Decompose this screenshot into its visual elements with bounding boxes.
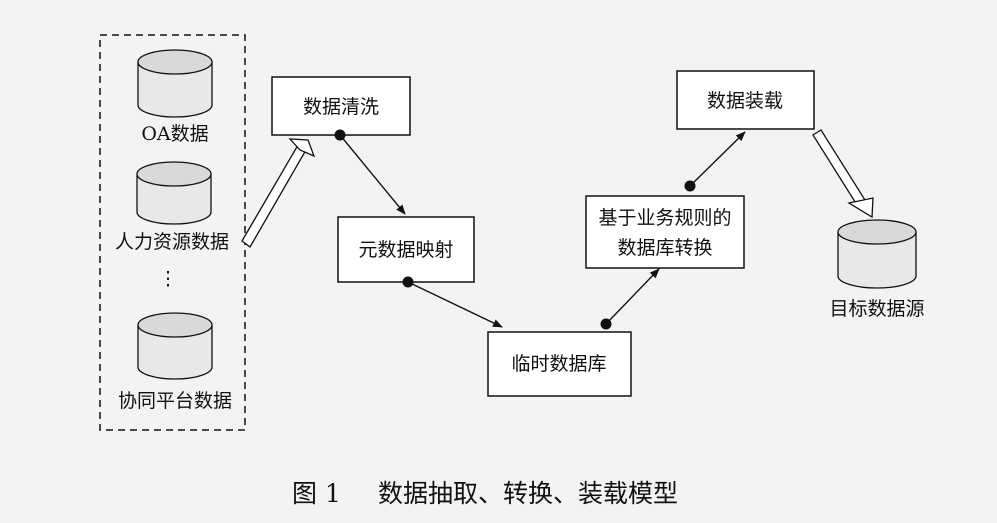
flow-start-dot: [600, 318, 612, 330]
flow-start-dot: [334, 129, 346, 141]
database-icon: [837, 219, 917, 289]
hollow-arrow-icon: [241, 138, 316, 248]
step-cleaning-box: [271, 76, 411, 136]
database-icon: [137, 312, 213, 380]
target-label: 目标数据源: [829, 298, 924, 320]
hollow-arrow-icon: [812, 129, 874, 219]
step-rule-transform-box: [585, 195, 745, 269]
flow-start-dot: [402, 276, 414, 288]
step-metadata-mapping-label: 元数据映射: [358, 239, 453, 261]
flow-connector: [605, 268, 660, 325]
step-loading-box: [676, 70, 815, 130]
step-metadata-mapping-box: [337, 216, 475, 283]
step-rule-transform-label-line1: 基于业务规则的: [598, 207, 731, 229]
step-temp-db-label: 临时数据库: [511, 353, 606, 375]
step-rule-transform-label-line2: 数据库转换: [617, 237, 712, 259]
flow-connector: [339, 134, 406, 215]
flow-connector: [407, 281, 503, 328]
source-ellipsis: ⋮: [159, 268, 178, 290]
figure-number: 图 1: [292, 479, 341, 508]
figure-caption: 数据抽取、转换、装载模型: [378, 479, 678, 508]
source-collab-label: 协同平台数据: [118, 390, 232, 412]
step-loading-label: 数据装载: [707, 90, 783, 112]
database-icon: [137, 49, 213, 118]
source-group-border: [99, 34, 246, 431]
database-icon: [136, 161, 212, 225]
flow-connector: [689, 131, 746, 187]
source-hr-label: 人力资源数据: [115, 231, 229, 253]
step-temp-db-box: [487, 331, 632, 397]
flow-start-dot: [684, 180, 696, 192]
step-cleaning-label: 数据清洗: [303, 96, 379, 118]
source-oa-label: OA数据: [141, 123, 208, 145]
